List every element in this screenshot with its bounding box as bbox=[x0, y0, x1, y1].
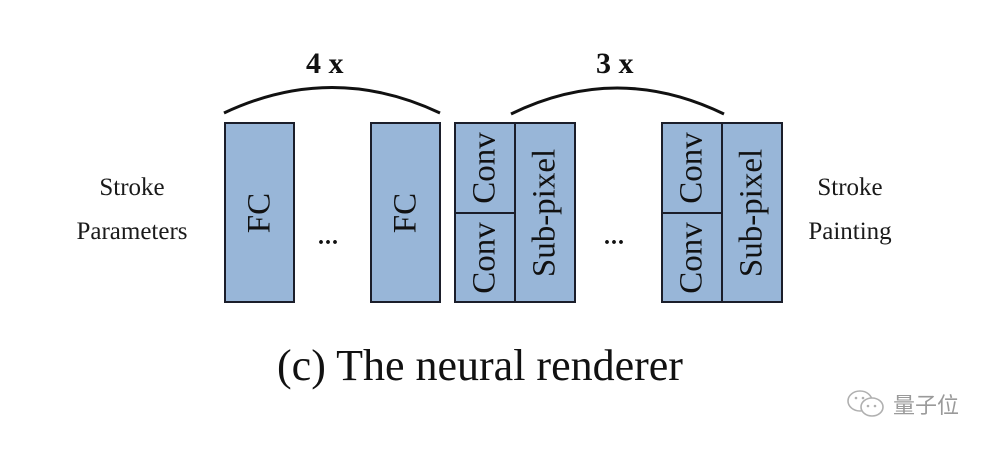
conv-ellipsis: ... bbox=[604, 224, 625, 250]
conv-block-2-vdivider bbox=[721, 124, 723, 301]
output-label: Stroke Painting bbox=[790, 166, 910, 254]
output-label-line2: Painting bbox=[808, 218, 892, 245]
fc-block-2-label: FC bbox=[387, 192, 423, 233]
conv-block-2-bottom-label: Conv bbox=[673, 221, 710, 294]
fc-repeat-arc bbox=[223, 86, 441, 115]
input-label: Stroke Parameters bbox=[62, 166, 202, 254]
watermark-text: 量子位 bbox=[893, 394, 960, 419]
conv-block-2-subpixel-label: Sub-pixel bbox=[733, 148, 770, 277]
output-label-line1: Stroke bbox=[817, 174, 883, 201]
conv-block-2-top-label: Conv bbox=[673, 132, 710, 204]
conv-block-1-top-label: Conv bbox=[466, 132, 503, 204]
watermark: 量子位 bbox=[845, 388, 959, 420]
fc-block-1: FC bbox=[224, 122, 295, 303]
fc-block-1-label: FC bbox=[241, 192, 277, 233]
conv-block-2-hdivider bbox=[663, 212, 722, 214]
conv-block-2-top-cell: Conv bbox=[663, 124, 721, 212]
input-label-line1: Stroke bbox=[99, 174, 165, 201]
conv-block-2: Conv Conv Sub-pixel bbox=[661, 122, 783, 303]
fc-block-2: FC bbox=[370, 122, 441, 303]
conv-block-1-bottom-cell: Conv bbox=[456, 214, 514, 301]
figure-caption: (c) The neural renderer bbox=[277, 341, 683, 390]
conv-block-2-right-cell: Sub-pixel bbox=[723, 124, 781, 301]
conv-block-1-hdivider bbox=[456, 212, 515, 214]
conv-block-2-bottom-cell: Conv bbox=[663, 214, 721, 301]
conv-block-1-bottom-label: Conv bbox=[466, 221, 503, 294]
fc-repeat-label: 4 x bbox=[306, 47, 344, 80]
fc-ellipsis: ... bbox=[318, 224, 339, 250]
conv-block-1-top-cell: Conv bbox=[456, 124, 514, 212]
conv-block-1-vdivider bbox=[514, 124, 516, 301]
conv-block-1-subpixel-label: Sub-pixel bbox=[526, 148, 563, 277]
conv-block-1: Conv Conv Sub-pixel bbox=[454, 122, 576, 303]
conv-repeat-label: 3 x bbox=[596, 47, 634, 80]
input-label-line2: Parameters bbox=[76, 218, 188, 245]
wechat-icon bbox=[847, 390, 884, 417]
conv-block-1-right-cell: Sub-pixel bbox=[516, 124, 574, 301]
conv-repeat-arc bbox=[510, 86, 725, 116]
